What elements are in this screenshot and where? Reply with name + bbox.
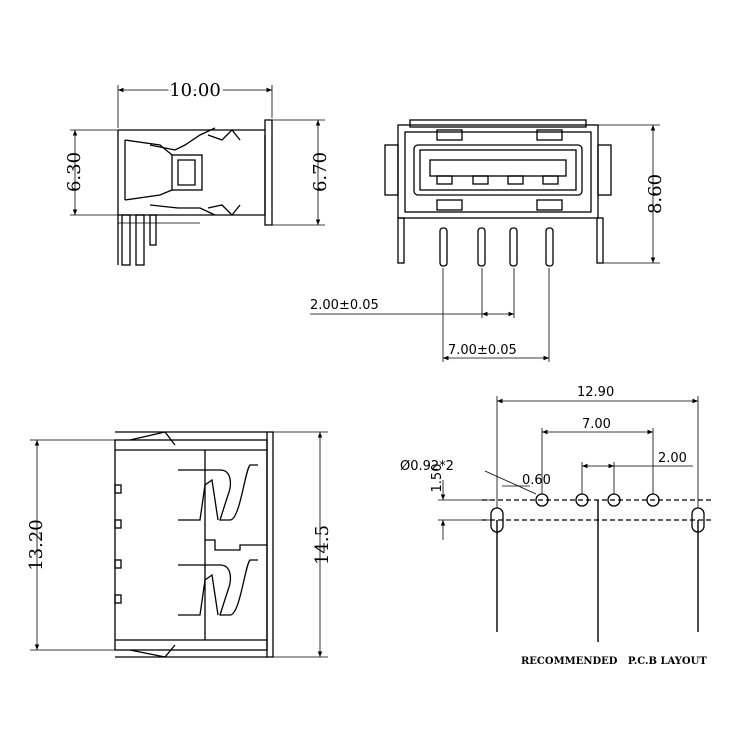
side-view-left-height-dim: 6.30 — [64, 152, 85, 192]
side-view: 10.00 6.30 6.70 — [64, 77, 331, 266]
bottom-view-right-height-dim: 14.5 — [312, 525, 333, 565]
pcb-offset-dim: 0.60 — [522, 473, 551, 488]
pcb-hole-callout: Ø0.92*2 — [400, 459, 454, 474]
front-view: 8.60 2.00±0.05 7.00±0.05 — [310, 119, 666, 362]
side-view-outline — [117, 119, 273, 266]
front-view-height-dim: 8.60 — [645, 174, 666, 214]
bottom-view-left-height-dim: 13.20 — [26, 519, 47, 571]
pcb-layout-caption: RECOMMENDED P.C.B LAYOUT — [521, 656, 707, 667]
front-view-outline — [384, 119, 612, 267]
pcb-vertical-offset-dim: 1.50 — [430, 464, 445, 493]
bottom-view: 13.20 14.5 — [26, 431, 333, 658]
pcb-layout: 12.90 7.00 2.00 Ø0.92*2 0.60 1.50 RECOMM… — [400, 385, 712, 667]
front-view-pitch-dim: 2.00±0.05 — [310, 298, 379, 313]
pcb-pin-span-dim: 7.00 — [582, 417, 611, 432]
pcb-pin-pitch-dim: 2.00 — [658, 451, 687, 466]
front-view-span-dim: 7.00±0.05 — [448, 343, 517, 358]
pcb-overall-width-dim: 12.90 — [577, 385, 614, 400]
bottom-view-outline — [114, 431, 274, 658]
side-view-width-dim: 10.00 — [169, 80, 221, 101]
side-view-right-height-dim: 6.70 — [310, 152, 331, 192]
